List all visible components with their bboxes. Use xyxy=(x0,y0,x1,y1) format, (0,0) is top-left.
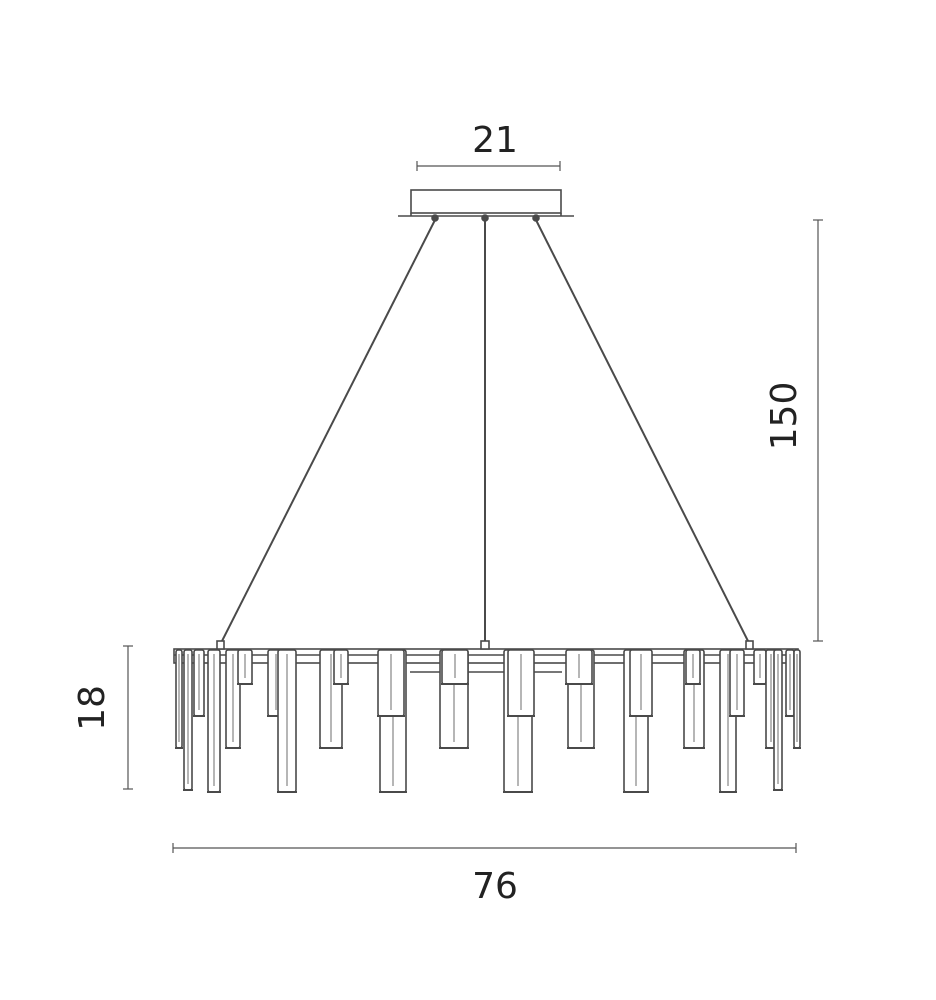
dimension-canopy-width xyxy=(416,161,561,171)
dimension-label-total-height: 150 xyxy=(764,382,805,451)
suspension-cables xyxy=(219,219,751,646)
crystal-rods xyxy=(175,649,801,793)
dimension-total-height xyxy=(813,219,823,642)
dimension-body-height xyxy=(123,645,133,790)
cable-left xyxy=(219,219,436,646)
canopy-body xyxy=(410,189,562,214)
ceiling-canopy xyxy=(398,189,574,222)
cable-connector-center xyxy=(480,640,490,650)
dimension-body-width xyxy=(172,843,797,853)
dimension-label-canopy-width: 21 xyxy=(472,120,518,161)
dimension-label-body-width: 76 xyxy=(472,866,518,907)
cable-right xyxy=(535,219,751,646)
cable-connector-right xyxy=(745,640,754,650)
cable-connector-left xyxy=(216,640,225,650)
dimension-label-body-height: 18 xyxy=(72,685,113,731)
